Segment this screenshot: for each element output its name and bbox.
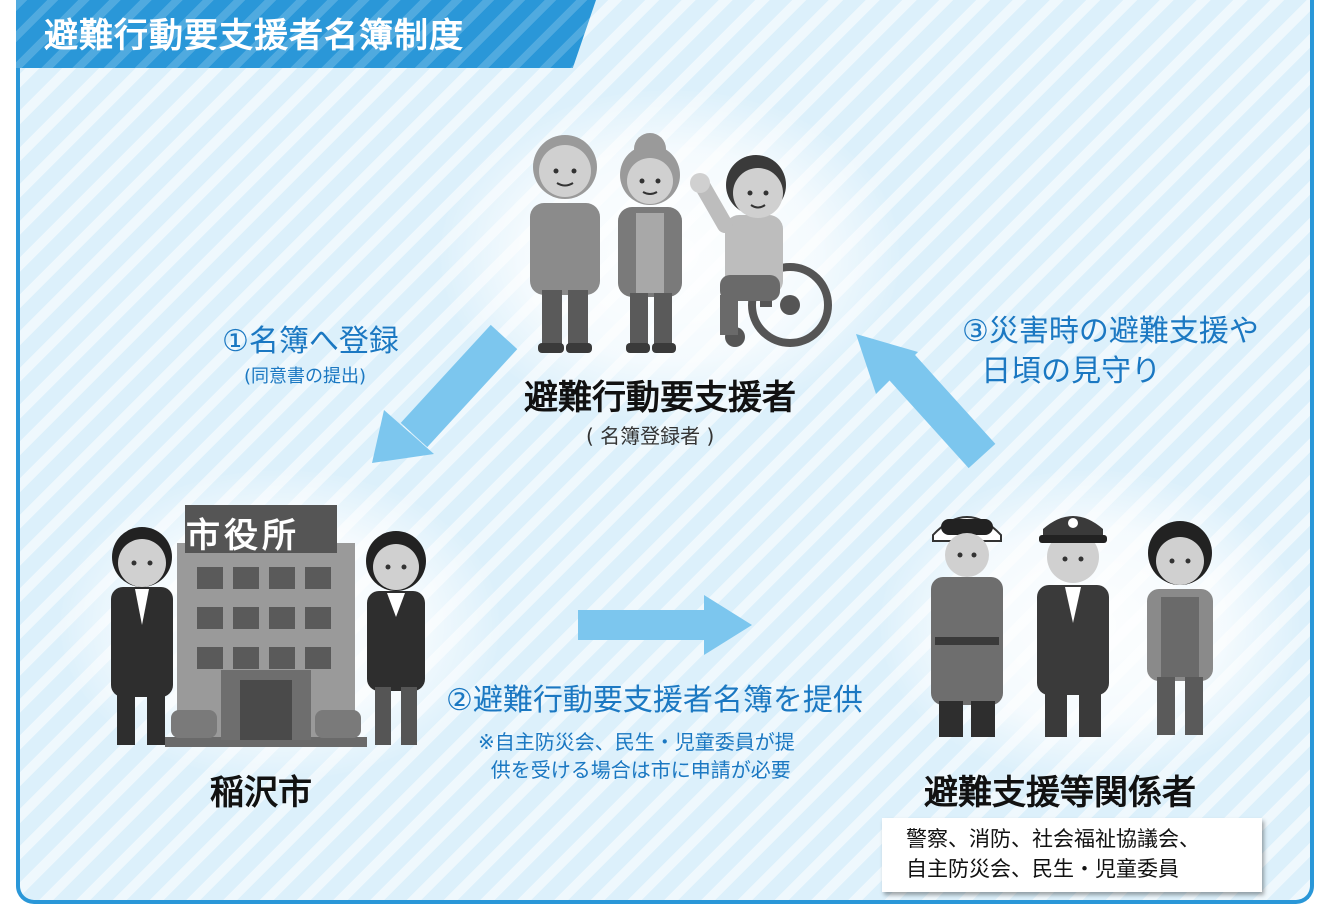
- support-providers-name: 避難支援等関係者: [924, 773, 1196, 813]
- step2-label: ②避難行動要支援者名簿を提供: [446, 683, 863, 718]
- city-hall-illustration: [111, 505, 426, 747]
- step1-sublabel: (同意書の提出): [244, 366, 367, 387]
- step2-note: ※自主防災会、民生・児童委員が提 供を受ける場合は市に申請が必要: [478, 730, 795, 782]
- supported-persons-illustration: [530, 133, 832, 353]
- support-providers-illustration: [931, 516, 1213, 737]
- male-staff-figure: [111, 527, 173, 745]
- firefighter-figure: [931, 516, 1003, 737]
- title-banner: [16, 0, 596, 68]
- building-sign: 市役所: [186, 516, 300, 556]
- diagram-title: 避難行動要支援者名簿制度: [44, 16, 464, 56]
- support-providers-members: 警察、消防、社会福祉協議会、 自主防災会、民生・児童委員: [882, 818, 1262, 892]
- supported-persons-subtitle: ( 名簿登録者 ): [586, 424, 715, 448]
- step1-label: ①名簿へ登録: [222, 324, 399, 359]
- step3-label: ③災害時の避難支援や 日頃の見守り: [962, 314, 1259, 389]
- elderly-man-figure: [530, 135, 600, 353]
- community-volunteer-figure: [1147, 521, 1213, 735]
- elderly-woman-figure: [618, 133, 682, 353]
- wheelchair-user-figure: [690, 155, 832, 347]
- female-staff-figure: [366, 531, 426, 745]
- police-officer-figure: [1037, 516, 1109, 737]
- city-name: 稲沢市: [210, 773, 312, 813]
- supported-persons-name: 避難行動要支援者: [524, 378, 796, 418]
- building-icon: [165, 505, 367, 747]
